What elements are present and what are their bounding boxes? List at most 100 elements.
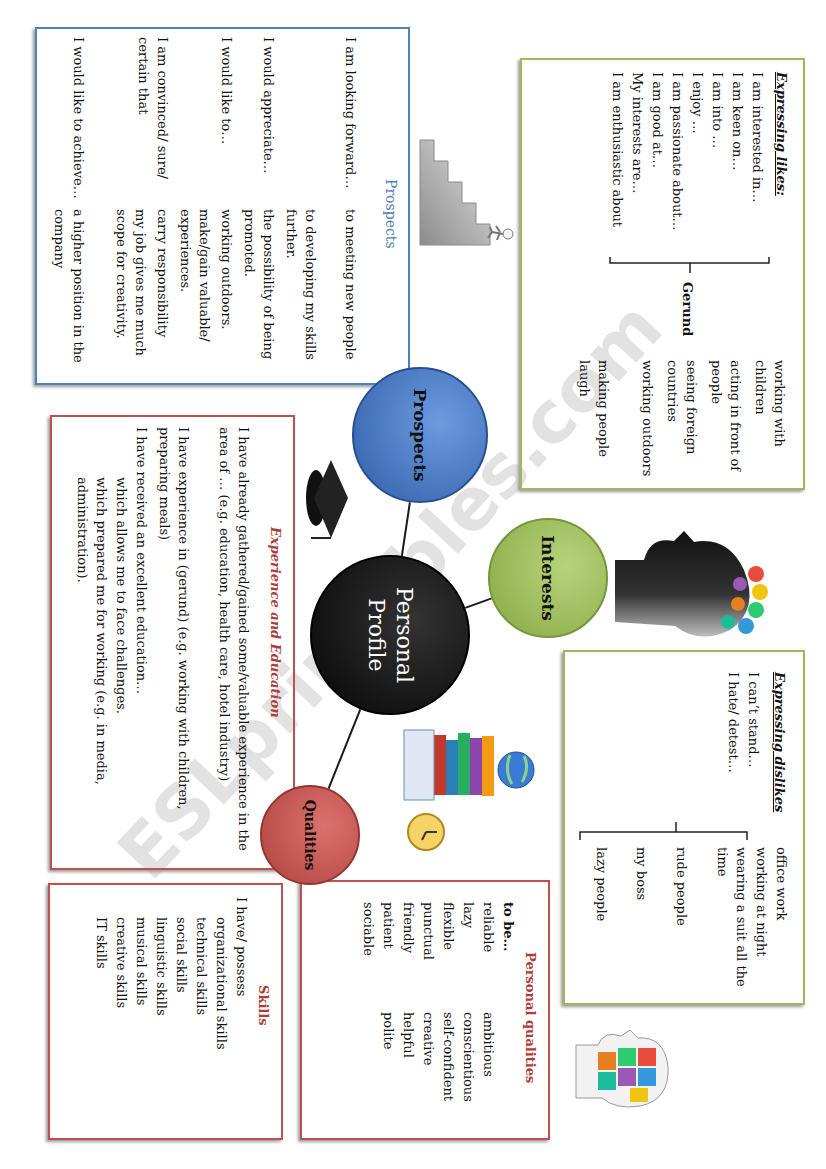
prospects-box: Prospects I am looking forward… to meeting… [35, 27, 410, 385]
box-text: I am keen on… [728, 72, 747, 262]
box-text: sociable [359, 902, 378, 1007]
icon-dot [721, 615, 735, 629]
box-text: technical skills [192, 917, 211, 1132]
box-text: wearing a suit all the time [713, 847, 751, 997]
box-text: working at night [752, 847, 771, 997]
box-text: office work [772, 847, 791, 997]
box-text: reliable [479, 902, 498, 1007]
box-text: flexible [439, 902, 458, 1007]
box-text: creative skills [112, 917, 131, 1132]
box-text: linguistic skills [152, 917, 171, 1132]
box-text: working outdoors. [217, 209, 236, 379]
box-text: self-confident [439, 1012, 458, 1137]
dislikes-box: Expressing dislikesI can’t stand…I hate/… [563, 650, 805, 1005]
circle-label: Personal Profile [362, 570, 418, 700]
box-text: conscientious [459, 1012, 478, 1137]
box-text: my job gives me much scope for creativit… [112, 209, 150, 379]
box-text: I am looking forward… [341, 37, 360, 202]
icon-dot [731, 597, 745, 611]
box-text: helpful [399, 1012, 418, 1137]
box-text: I have received an excellent education… [132, 427, 151, 862]
box-text: Expressing likes: [772, 72, 791, 272]
box-text: to developing my skills further. [282, 209, 320, 379]
box-text: I enjoy … [688, 72, 707, 262]
box-text: IT skills [92, 917, 111, 1132]
box-text: working outdoors [638, 360, 657, 485]
box-text: to be… [499, 902, 518, 1002]
globe [498, 752, 534, 788]
box-text: I am convinced/ sure/ certain that [134, 37, 172, 202]
puzzle-piece [598, 1072, 616, 1090]
circle-label: Prospects [409, 388, 431, 481]
box-text: I have experience in (gerund) (e.g. work… [155, 427, 193, 862]
circle-label: Qualities [299, 800, 321, 871]
climber-body [488, 226, 503, 240]
box-text: make/gain valuable/ experiences. [176, 209, 214, 379]
box-text: Gerund [678, 282, 697, 352]
gerund-brace [610, 257, 769, 273]
box-text: I am into … [708, 72, 727, 262]
box-text: Personal qualities [521, 952, 540, 1132]
box-text: acting in front of people [707, 360, 745, 485]
puzzle-piece [630, 1088, 648, 1102]
box-text: I am interested in… [748, 72, 767, 262]
clock [408, 814, 444, 850]
box-text: lazy [459, 902, 478, 1007]
box-text: I am enthusiastic about [608, 72, 627, 262]
box-text: ambitious [479, 1012, 498, 1137]
box-text: I am good at… [648, 72, 667, 262]
box-text: My interests are… [628, 72, 647, 262]
box-text: lazy people [592, 847, 611, 997]
connector-line [465, 598, 491, 607]
stairs-icon [420, 140, 490, 245]
box-text: which prepared me for working (e.g. in m… [73, 477, 111, 862]
box-text: Experience and Education [266, 527, 285, 787]
box-text: musical skills [132, 917, 151, 1132]
box-text: I would like to achieve… [69, 37, 88, 202]
puzzle-piece [638, 1048, 656, 1066]
cap-board [314, 460, 348, 538]
box-text: I would like to… [217, 37, 236, 202]
box-text: I am passionate about… [668, 72, 687, 262]
box-text: I would appreciate… [259, 37, 278, 202]
box-text: a higher position in the company [50, 209, 88, 379]
connector-line [402, 502, 410, 556]
box-text: my boss [632, 847, 651, 997]
box-text: polite [379, 1012, 398, 1137]
puzzle-piece [598, 1052, 616, 1070]
icon-dot [748, 602, 764, 618]
book [458, 733, 470, 795]
puzzle-piece [638, 1068, 656, 1086]
box-text: carry responsibility [153, 209, 172, 379]
box-text: Prospects [381, 179, 400, 289]
puzzle-piece [618, 1068, 636, 1086]
experience-box: Experience and EducationI have already g… [50, 415, 295, 870]
skills-box: SkillsI have/ possessorganizational skil… [48, 883, 283, 1140]
box-text: I can’t stand… [744, 672, 763, 822]
box-text: Skills [254, 985, 273, 1065]
box-text: organizational skills [212, 917, 231, 1132]
head-silhouette [615, 531, 750, 637]
topic-circle: Qualities [260, 785, 360, 885]
clock-hands [422, 832, 437, 840]
book [446, 740, 458, 795]
box-text: seeing foreign countries [663, 360, 701, 485]
box-text: punctual [419, 902, 438, 1007]
box-text: making people laugh [575, 360, 613, 485]
laptop [404, 730, 434, 800]
box-text: friendly [399, 902, 418, 1007]
box-text: to meeting new people [341, 209, 360, 379]
box-text: working with children [751, 360, 789, 485]
topic-circle: Prospects [352, 367, 488, 503]
box-text: the possibility of being promoted. [240, 209, 278, 379]
icon-dot [733, 577, 747, 591]
icon-dot [738, 618, 754, 634]
box-text: I have/ possess [232, 897, 251, 1097]
book [434, 735, 446, 795]
book [470, 738, 482, 795]
topic-circle: Interests [488, 518, 608, 638]
book [482, 736, 494, 796]
icon-dot [752, 584, 768, 600]
climber-head [503, 229, 513, 239]
